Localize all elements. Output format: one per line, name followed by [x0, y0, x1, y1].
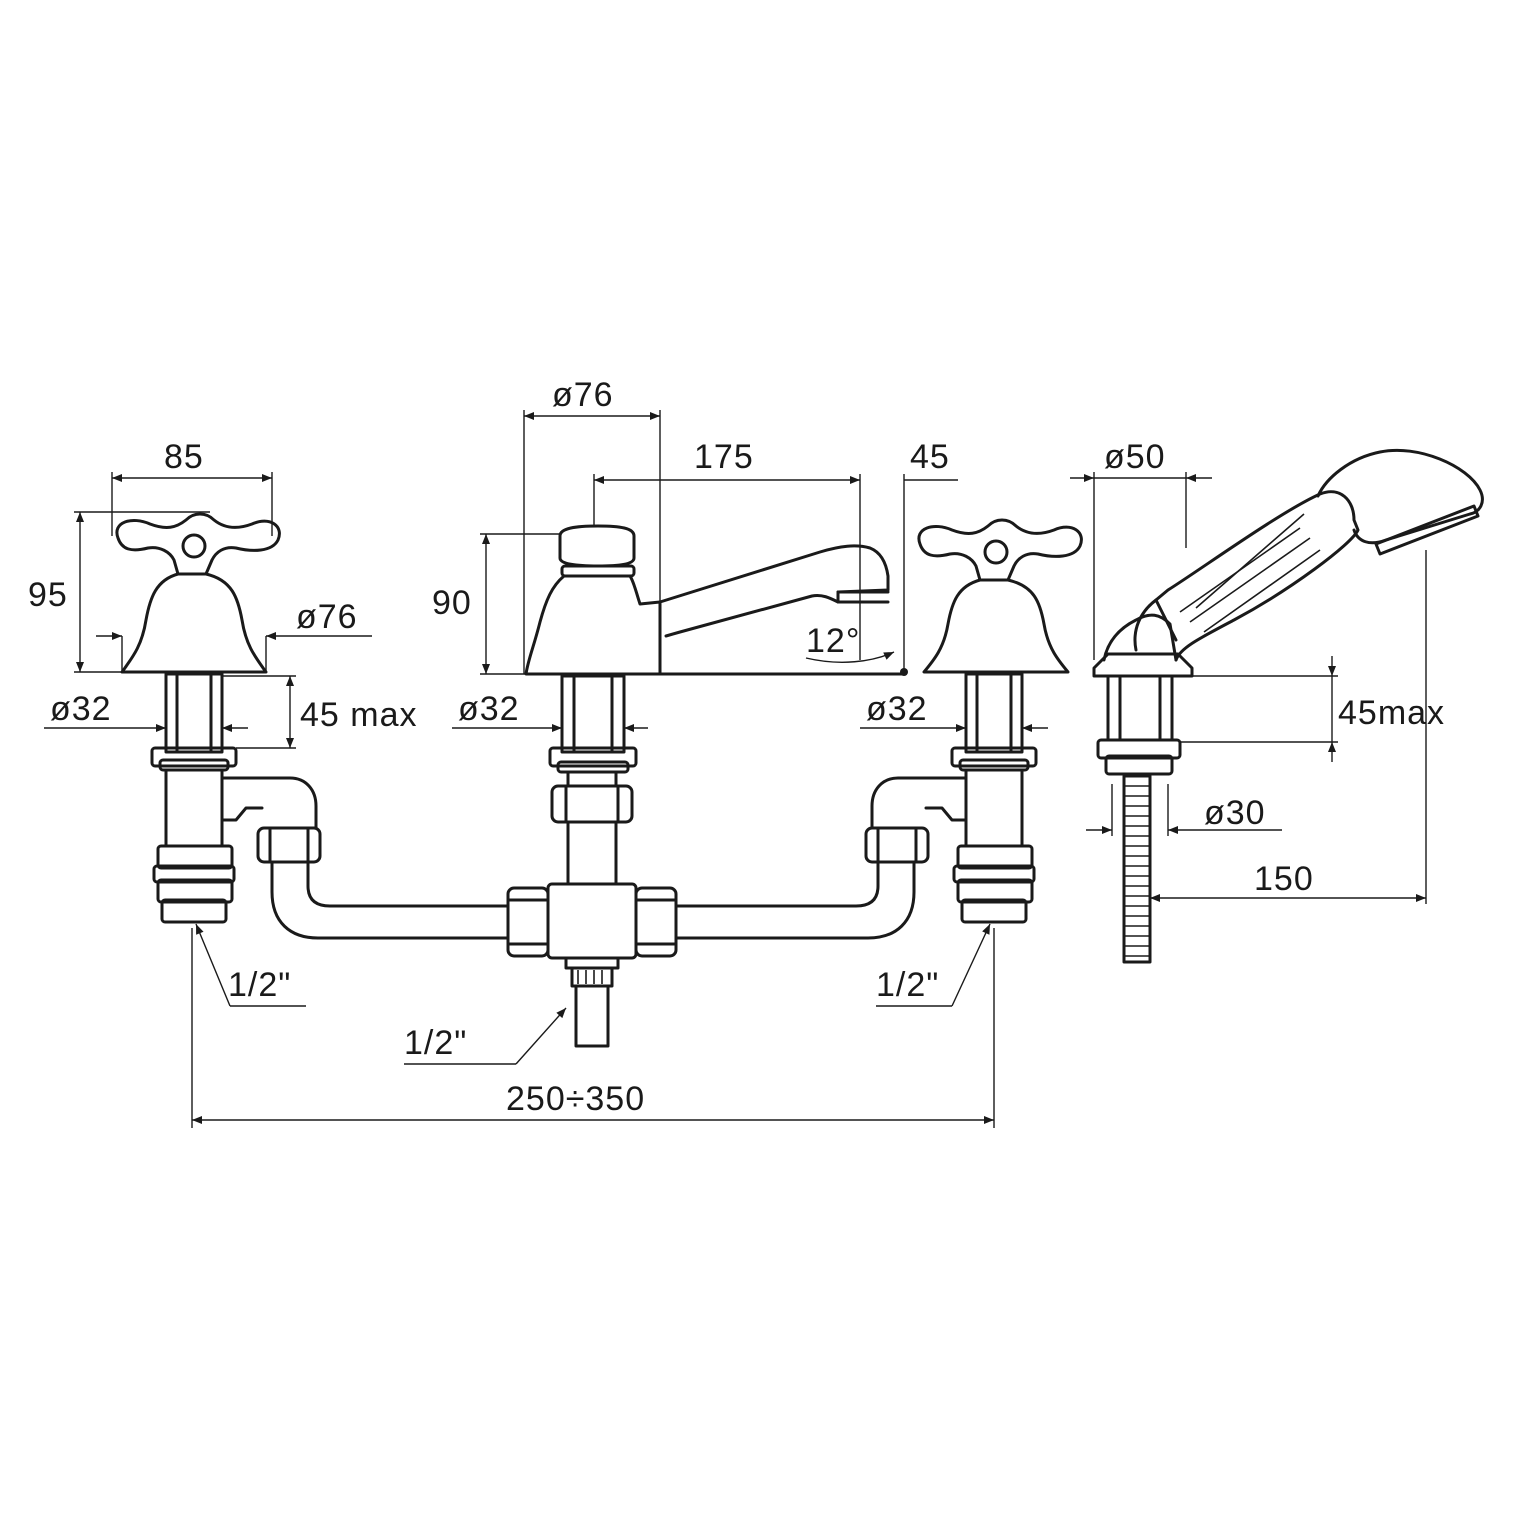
label-center-distance: 250÷350 — [506, 1080, 645, 1118]
label-175: 175 — [694, 438, 754, 476]
label-45max-left: 45 max — [300, 696, 418, 734]
left-cross-valve — [115, 512, 281, 924]
label-85: 85 — [164, 438, 204, 476]
center-spout — [524, 524, 906, 886]
label-dia76-left: ø76 — [296, 598, 358, 636]
label-150: 150 — [1254, 860, 1314, 898]
label-dia32-center: ø32 — [458, 690, 520, 728]
label-12-degrees: 12° — [806, 622, 860, 660]
label-thread-right: 1/2" — [876, 966, 939, 1004]
connecting-pipes — [220, 776, 968, 1048]
dimension-lines — [44, 410, 1427, 1128]
label-dia76-center: ø76 — [552, 376, 614, 414]
label-thread-center: 1/2" — [404, 1024, 467, 1062]
hand-shower — [1092, 448, 1484, 964]
label-45-offset: 45 — [910, 438, 950, 476]
label-dia32-right: ø32 — [866, 690, 928, 728]
right-cross-valve — [917, 518, 1083, 924]
label-dia32-left: ø32 — [50, 690, 112, 728]
label-thread-left: 1/2" — [228, 966, 291, 1004]
label-45max-shower: 45max — [1338, 694, 1445, 732]
label-dia50: ø50 — [1104, 438, 1166, 476]
dimension-labels: 85 95 ø76 ø32 45 max ø76 175 90 12° ø32 … — [28, 376, 1445, 1118]
label-95: 95 — [28, 576, 68, 614]
label-dia30: ø30 — [1204, 794, 1266, 832]
label-90: 90 — [432, 584, 472, 622]
